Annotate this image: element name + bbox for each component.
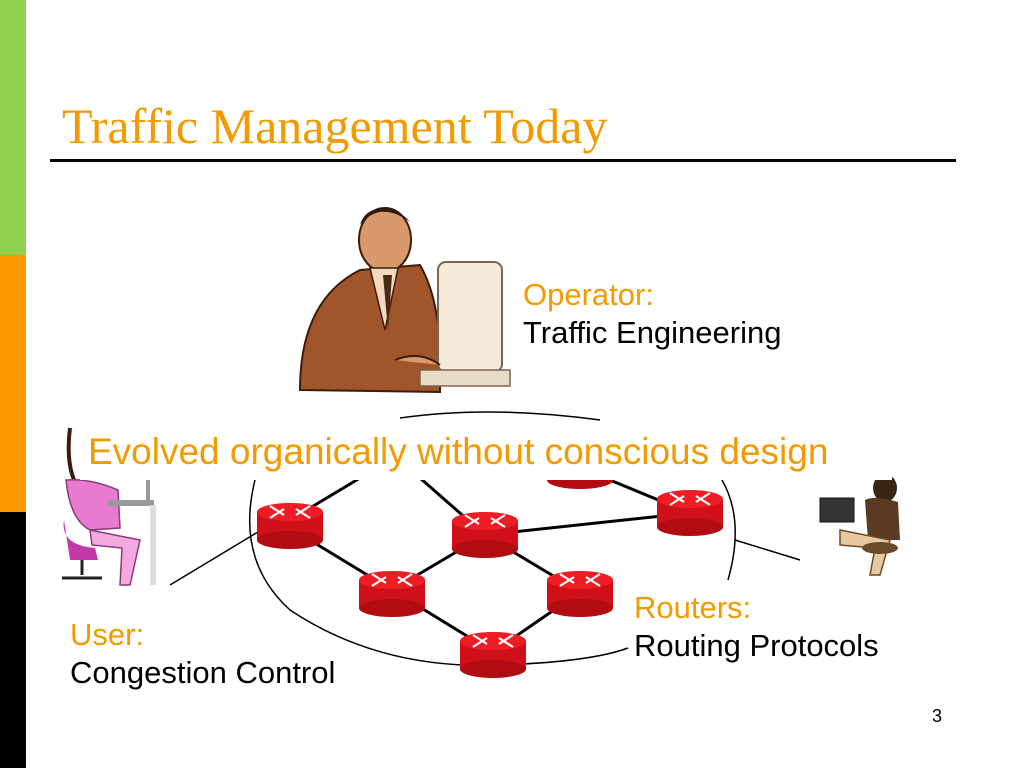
slide-title: Traffic Management Today — [62, 98, 608, 154]
user-left-access-line — [169, 531, 259, 586]
woman-at-laptop-icon — [62, 427, 156, 586]
page-number: 3 — [932, 706, 943, 726]
sidebar-green-bar — [0, 0, 26, 255]
operator-label-subtitle: Traffic Engineering — [523, 315, 782, 350]
user-label: User: Congestion Control — [70, 616, 335, 692]
router-icon — [450, 510, 520, 560]
sidebar-orange-bar — [0, 255, 26, 512]
router-icon — [357, 569, 427, 619]
sidebar-black-bar — [0, 512, 26, 768]
routers-label: Routers: Routing Protocols — [634, 589, 879, 665]
user-label-title: User: — [70, 617, 145, 652]
router-icon — [655, 488, 725, 538]
network-cloud-outline-right — [721, 479, 736, 581]
title-underline — [50, 159, 956, 162]
router-icon — [545, 569, 615, 619]
network-cloud-outline-bottom — [249, 479, 629, 667]
woman-with-laptop-icon — [819, 474, 900, 576]
router-icon — [255, 501, 325, 551]
user-label-subtitle: Congestion Control — [70, 655, 336, 690]
operator-label-title: Operator: — [523, 277, 654, 312]
user-right-access-line — [734, 539, 801, 561]
router-links — [289, 476, 691, 654]
network-cloud-outline — [399, 411, 601, 421]
operator-label: Operator: Traffic Engineering — [523, 276, 781, 352]
evolution-banner: Evolved organically without conscious de… — [80, 424, 892, 480]
routers-label-subtitle: Routing Protocols — [634, 628, 879, 663]
routers-label-title: Routers: — [634, 590, 752, 625]
router-icon — [458, 630, 528, 680]
person-at-computer-icon — [298, 207, 511, 394]
